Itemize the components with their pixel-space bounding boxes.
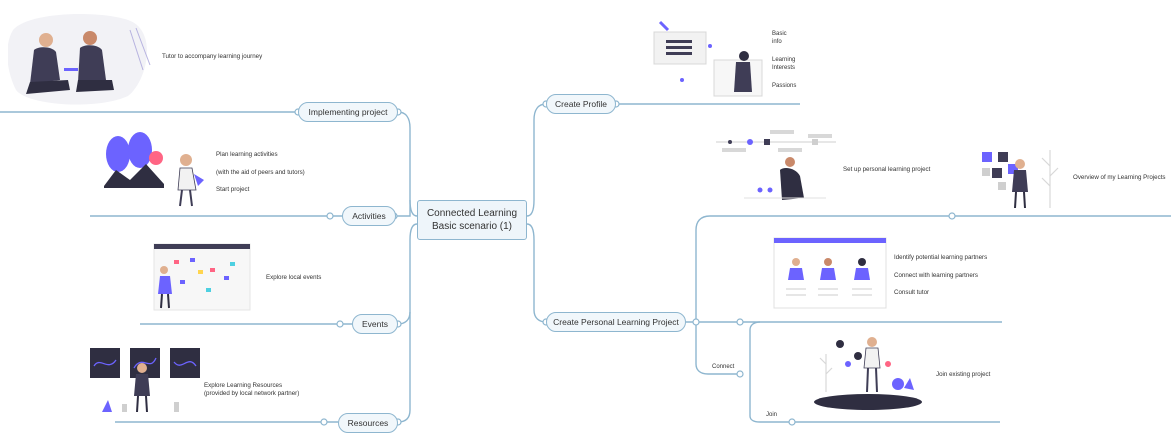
node-create-personal-project[interactable]: Create Personal Learning Project [546,312,686,332]
resources-illustration [90,348,200,413]
leaf-start-project: Start project [216,186,250,193]
leaf-tutor: Tutor to accompany learning journey [162,53,263,60]
join-project-illustration [814,337,922,410]
events-board-illustration [153,243,251,311]
leaf-consult-tutor: Consult tutor [894,289,930,296]
label-connect: Connect [712,364,735,370]
leaf-learning-interests: Learning Interests [772,56,795,72]
learning-interests-line2: Interests [772,65,796,71]
basic-info-line1: Basic [772,31,787,37]
leaf-passions: Passions [772,83,797,89]
leaf-basic-info: Basic info [772,30,787,46]
leaf-join-existing: Join existing project [936,371,991,378]
label-join: Join [766,412,778,418]
leaf-explore-events: Explore local events [266,274,322,281]
overview-illustration [982,150,1059,209]
leaf-setup-project: Set up personal learning project [843,166,931,173]
setup-project-illustration [716,130,836,200]
central-topic-line1: Connected Learning [426,208,518,219]
central-topic[interactable]: Connected Learning Basic scenario (1) [417,200,527,240]
leaf-connect-partners: Connect with learning partners [894,272,978,279]
tutor-illustration [8,14,151,105]
leaf-resources-partner: (provided by local network partner) [204,390,300,397]
node-resources[interactable]: Resources [338,413,398,433]
learning-interests-line1: Learning [772,57,796,63]
profile-illustration [653,20,763,97]
node-create-profile[interactable]: Create Profile [546,94,616,114]
leaf-overview-projects: Overview of my Learning Projects [1073,174,1166,181]
basic-info-line2: info [772,39,782,45]
central-topic-line2: Basic scenario (1) [431,221,513,232]
partners-illustration [773,237,887,309]
node-activities[interactable]: Activities [342,206,396,226]
leaf-plan-aid: (with the aid of peers and tutors) [216,169,305,176]
node-implementing-project[interactable]: Implementing project [298,102,398,122]
leaf-explore-resources: Explore Learning Resources [204,382,283,389]
leaf-identify-partners: Identify potential learning partners [894,254,988,261]
node-events[interactable]: Events [352,314,398,334]
plan-activities-illustration [104,132,204,207]
leaf-plan-activities: Plan learning activities [216,151,278,158]
